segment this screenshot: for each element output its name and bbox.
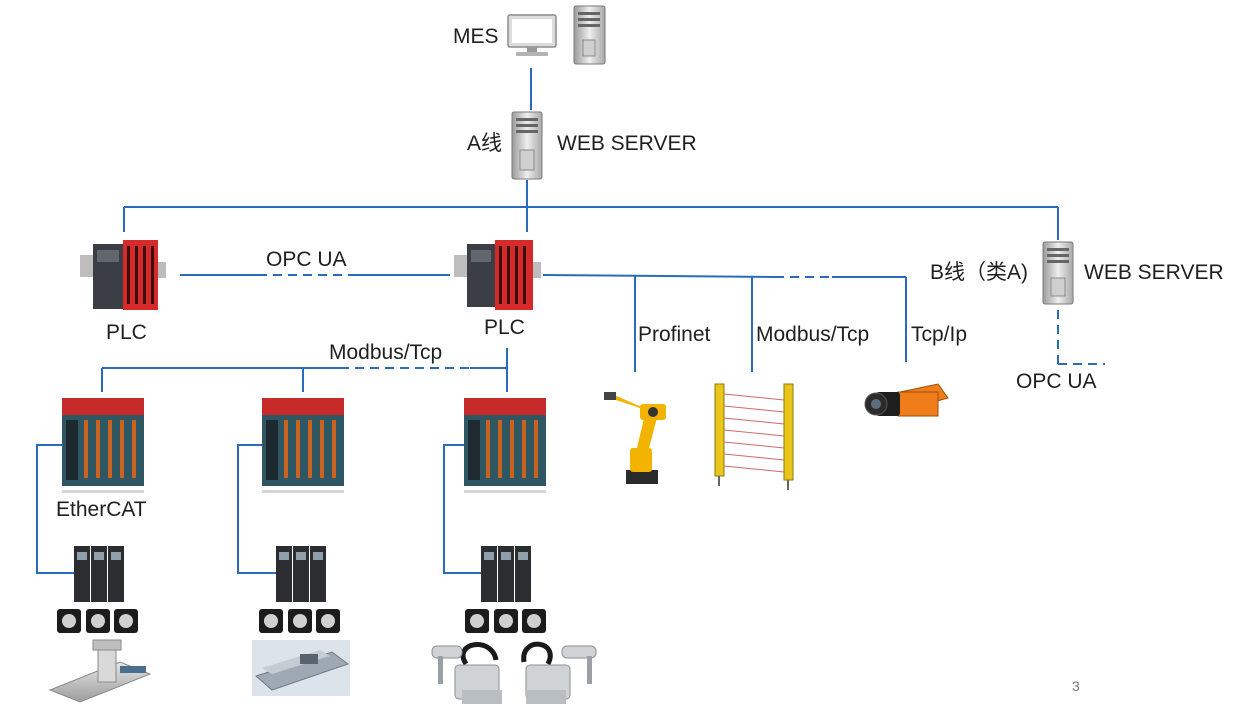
servo-motors-3 <box>465 609 546 633</box>
servo-motors-1 <box>57 609 138 633</box>
web-server-b-label: WEB SERVER <box>1084 261 1224 284</box>
io-module-rack-1 <box>62 398 144 493</box>
mes-server-icon <box>573 5 606 65</box>
opc-ua-b-label: OPC UA <box>1016 370 1097 393</box>
linear-module-icon <box>252 640 350 696</box>
mes-monitor-icon <box>507 14 557 56</box>
io-module-rack-3 <box>464 398 546 493</box>
plc-center-icon <box>454 240 541 310</box>
web-server-b-icon <box>1042 241 1074 305</box>
plc-left-label: PLC <box>106 321 147 344</box>
opc-ua-link-label: OPC UA <box>266 248 347 271</box>
safety-light-curtain-icon <box>714 383 794 490</box>
profinet-label: Profinet <box>638 323 711 346</box>
modbus-tcp-right-label: Modbus/Tcp <box>756 323 870 346</box>
web-server-a-label: WEB SERVER <box>557 132 697 155</box>
a-line-label: A线 <box>467 132 503 155</box>
servo-drives-1 <box>74 546 124 602</box>
modbus-tcp-bus-label: Modbus/Tcp <box>329 341 443 364</box>
mes-label: MES <box>453 25 499 48</box>
web-server-a-icon <box>511 111 543 180</box>
servo-drives-3 <box>481 546 531 602</box>
scara-robot-right-icon <box>521 641 597 704</box>
scara-robot-left-icon <box>431 642 502 704</box>
ethercat-label: EtherCAT <box>56 498 147 521</box>
plc-left-icon <box>80 240 166 310</box>
io-module-rack-2 <box>262 398 344 493</box>
servo-drives-2 <box>276 546 326 602</box>
industrial-robot-icon <box>604 392 666 484</box>
plc-center-label: PLC <box>484 316 525 339</box>
page-number: 3 <box>1072 678 1080 694</box>
b-line-label: B线（类A) <box>930 261 1029 284</box>
connection-lines <box>36 68 1105 574</box>
tcp-ip-label: Tcp/Ip <box>911 323 968 346</box>
servo-motors-2 <box>259 609 340 633</box>
linear-gantry-icon <box>48 639 152 703</box>
industrial-camera-icon <box>864 383 949 417</box>
